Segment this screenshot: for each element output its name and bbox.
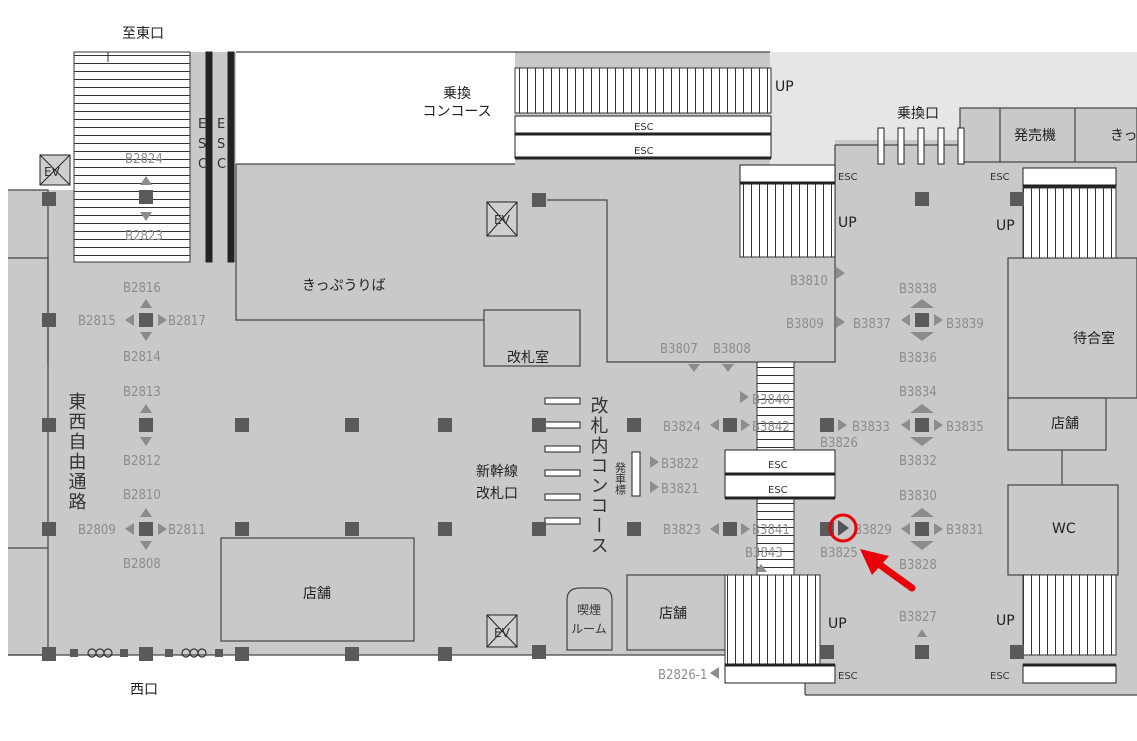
exit-code: B3838 (899, 282, 937, 297)
exit-code: B3830 (899, 489, 937, 504)
smoking-room-label-1: 喫煙 (577, 603, 601, 617)
exit-code: B3807 (660, 342, 698, 357)
exit-code: B3839 (946, 317, 984, 332)
exit-code: B3823 (663, 523, 701, 538)
west-exit-label: 西口 (130, 682, 158, 698)
exit-code: B3809 (786, 317, 824, 332)
exit-code: B3824 (663, 420, 701, 435)
west-gate-turnstiles (87, 648, 207, 658)
esc-label: ESC (768, 485, 788, 496)
esc-label: ESC (634, 122, 654, 133)
exit-code: B3836 (899, 351, 937, 366)
ticket-machines-label: 発売機 (1014, 128, 1056, 144)
esc-label: ESC (990, 671, 1010, 682)
esc-label: ESC (838, 671, 858, 682)
up-label: UP (775, 79, 794, 95)
inner-concourse-label: 改札内コンコース (588, 396, 609, 556)
up-label: UP (996, 218, 1015, 234)
exit-code: B3821 (661, 482, 699, 497)
esc-label: ESC (768, 460, 788, 471)
exit-code: B3822 (661, 457, 699, 472)
target-highlight (828, 513, 916, 592)
exit-code: B2809 (78, 523, 116, 538)
exit-code: B2808 (123, 557, 161, 572)
shop-label-left: 店舗 (303, 586, 331, 602)
ev-label: EV (494, 626, 511, 640)
ev-label: EV (44, 165, 61, 179)
exit-code: B3841 (752, 523, 790, 538)
esc-label: ESC (634, 146, 654, 157)
departure-board-label: 発車標 (614, 461, 627, 496)
exit-code: B2813 (123, 385, 161, 400)
exit-code: B2816 (123, 281, 161, 296)
exit-code: B3832 (899, 454, 937, 469)
exit-code: B2826-1 (658, 668, 707, 683)
exit-code: B3835 (946, 420, 984, 435)
exit-code: B2817 (168, 314, 206, 329)
exit-code: B3843 (745, 546, 783, 561)
labels: 至東口 西口 乗換 コンコース 乗換口 発売機 きっ きっぷうりば 改札室 待合… (44, 26, 1137, 698)
exit-code: B2824 (125, 152, 163, 167)
exit-code: B2823 (125, 229, 163, 244)
elevators (39, 154, 518, 648)
shinkansen-gate-label-2: 改札口 (476, 486, 518, 502)
exit-code: B2810 (123, 488, 161, 503)
exit-code: B3826 (820, 436, 858, 451)
east-exit-label: 至東口 (122, 26, 164, 42)
waiting-room-label: 待合室 (1073, 330, 1115, 347)
ev-label: EV (494, 213, 511, 227)
transfer-concourse-label-2: コンコース (422, 104, 491, 120)
esc-letter: S (198, 137, 206, 152)
exit-code: B3837 (853, 317, 891, 332)
smoking-room-label-2: ルーム (571, 622, 607, 636)
exit-code: B3833 (852, 420, 890, 435)
exit-code: B3827 (899, 610, 937, 625)
esc-letter: E (217, 117, 225, 132)
esc-letter: E (198, 117, 206, 132)
exit-code: B2811 (168, 523, 206, 538)
ticket-office-label: きっぷうりば (302, 278, 385, 294)
exit-code: B3829 (854, 523, 892, 538)
exit-code: B2815 (78, 314, 116, 329)
transfer-gate-label: 乗換口 (897, 106, 939, 122)
direction-arrows (125, 176, 943, 679)
up-label: UP (838, 215, 857, 231)
up-label: UP (828, 616, 847, 632)
esc-letter: C (198, 157, 207, 172)
shinkansen-gate-label-1: 新幹線 (476, 463, 518, 480)
target-arrow-marker (838, 520, 849, 536)
esc-label: ESC (838, 172, 858, 183)
exit-code: B3834 (899, 385, 937, 400)
elevator-icon (39, 154, 71, 186)
exit-codes: B2824 B2823 B2816 B2815 B2817 B2814 B281… (78, 152, 984, 683)
exit-code: B2814 (123, 350, 161, 365)
up-label: UP (996, 613, 1015, 629)
wc-label: WC (1052, 521, 1076, 537)
pointer-arrow-icon (860, 549, 916, 592)
ticket-office-cut-label: きっ (1110, 128, 1137, 144)
shop-label-right: 店舗 (1051, 416, 1079, 432)
gate-office-label: 改札室 (507, 349, 549, 366)
highlight-circle (828, 513, 858, 543)
shop-label-bottom: 店舗 (659, 606, 687, 622)
exit-code: B3840 (752, 393, 790, 408)
elevator-icon (486, 201, 518, 237)
exit-code: B3831 (946, 523, 984, 538)
stairs (73, 51, 1117, 666)
elevator-icon (486, 614, 518, 648)
esc-letter: S (217, 137, 225, 152)
ticket-gates (544, 127, 965, 525)
exit-code-target: B3825 (820, 546, 858, 561)
exit-code: B2812 (123, 454, 161, 469)
exit-code: B3828 (899, 558, 937, 573)
esc-letter: C (217, 157, 226, 172)
escalators (205, 51, 1117, 684)
exit-code: B3808 (713, 342, 751, 357)
exit-code: B3842 (752, 420, 790, 435)
transfer-concourse-label-1: 乗換 (443, 86, 471, 102)
exit-code: B3810 (790, 274, 828, 289)
free-passage-label: 東西自由通路 (66, 392, 87, 512)
esc-label: ESC (990, 172, 1010, 183)
